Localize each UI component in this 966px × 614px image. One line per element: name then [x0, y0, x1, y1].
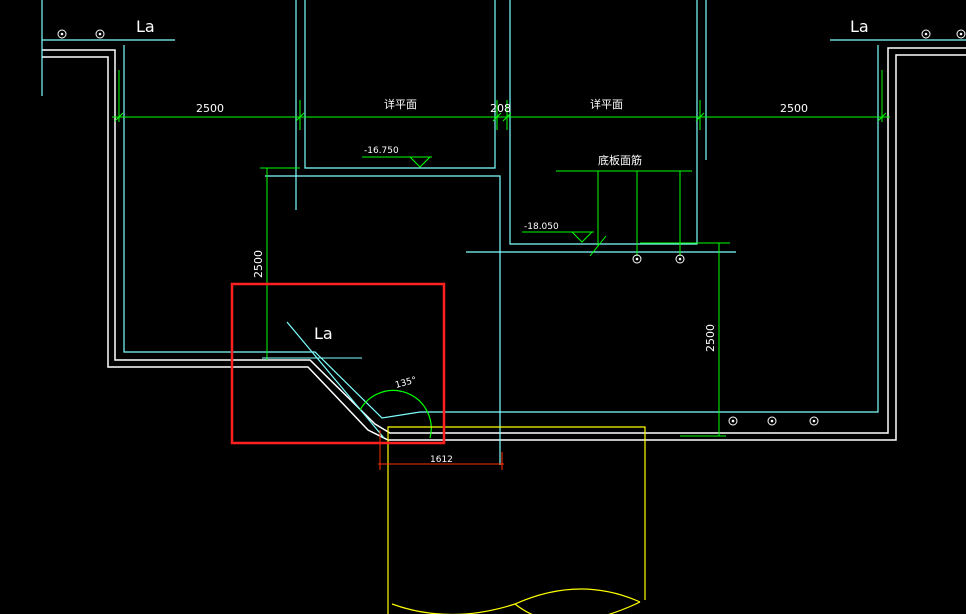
la-label-detail: La: [314, 324, 333, 343]
rebar-dot-centers: [60, 32, 963, 423]
level-label-2: -18.050: [524, 222, 559, 232]
bottom-rebar-label: 底板面筋: [598, 153, 642, 167]
la-label-top-right: La: [850, 17, 869, 36]
dim-2500-right: 2500: [780, 102, 808, 115]
pile-outline: [387, 426, 646, 614]
anchorage-detail: [286, 321, 432, 439]
highlight-box: [230, 282, 446, 445]
angle-label: 135°: [394, 376, 418, 391]
rebar-dots: [57, 29, 966, 426]
dim-2500-left: 2500: [196, 102, 224, 115]
dim-2500-vertical-right: 2500: [704, 324, 717, 352]
dim-2500-vertical-left: 2500: [252, 250, 265, 278]
outer-wall-outline: [42, 47, 966, 441]
detail-plan-right: 详平面: [590, 97, 623, 111]
level-label-1: -16.750: [364, 146, 399, 156]
cyan-inner-lines: [41, 0, 966, 465]
green-dimension-lines: [112, 70, 890, 437]
dim-1612: 1612: [430, 455, 453, 465]
red-dimension: [378, 430, 504, 470]
la-label-top-left: La: [136, 17, 155, 36]
dim-208: 208: [490, 102, 511, 115]
detail-plan-left: 详平面: [384, 97, 417, 111]
